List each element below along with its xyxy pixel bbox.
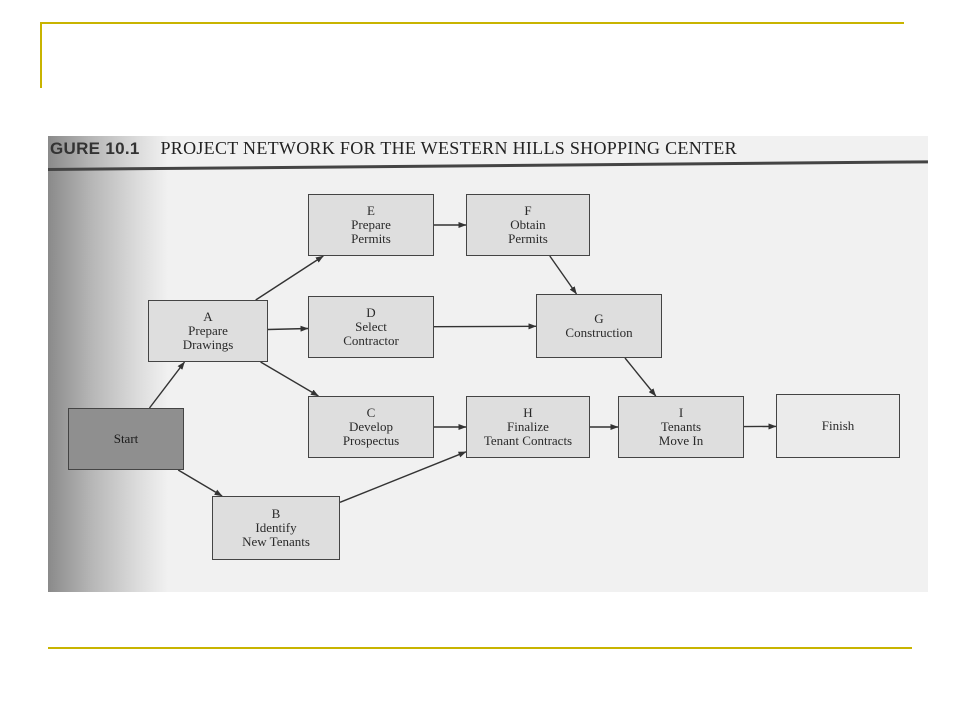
node-b-line-1: Identify: [255, 520, 297, 535]
node-h-letter: H: [523, 405, 533, 420]
node-h-finalize-tenant-contracts: H Finalize Tenant Contracts: [466, 396, 590, 458]
arrow-start-to-a: [148, 361, 186, 409]
top-horizontal-rule: [40, 22, 904, 24]
node-i-line-1: Tenants: [660, 419, 702, 434]
arrow-f-to-g: [549, 255, 578, 295]
node-f-line-1: Obtain: [510, 217, 546, 232]
arrow-a-to-c: [260, 361, 319, 397]
node-e-letter: E: [367, 203, 375, 218]
node-b-letter: B: [271, 506, 281, 521]
node-b-identify-new-tenants: B Identify New Tenants: [212, 496, 340, 560]
arrow-b-to-h: [339, 451, 467, 503]
arrow-g-to-i: [624, 357, 657, 397]
node-i-letter: I: [678, 405, 684, 420]
node-h-line-2: Tenant Contracts: [483, 433, 573, 448]
node-start-label: Start: [113, 431, 139, 446]
node-a-line-1: Prepare: [188, 323, 228, 338]
bottom-horizontal-rule: [48, 647, 912, 649]
arrow-start-to-b: [177, 469, 223, 497]
node-start: Start: [68, 408, 184, 470]
node-finish: Finish: [776, 394, 900, 458]
scanned-figure: GURE 10.1 PROJECT NETWORK FOR THE WESTER…: [48, 136, 928, 592]
figure-number: GURE 10.1: [50, 139, 140, 158]
node-g-line-1: Construction: [565, 325, 633, 340]
node-finish-label: Finish: [821, 418, 855, 433]
node-d-letter: D: [366, 305, 376, 320]
node-a-letter: A: [203, 309, 213, 324]
node-f-letter: F: [524, 203, 532, 218]
figure-title: GURE 10.1 PROJECT NETWORK FOR THE WESTER…: [48, 138, 928, 164]
node-i-tenants-move-in: I Tenants Move In: [618, 396, 744, 458]
node-g-construction: G Construction: [536, 294, 662, 358]
node-d-line-1: Select: [355, 319, 387, 334]
node-e-line-2: Permits: [351, 231, 391, 246]
network-arrows: [148, 222, 777, 503]
arrow-a-to-e: [255, 255, 324, 301]
node-f-obtain-permits: F Obtain Permits: [466, 194, 590, 256]
node-d-select-contractor: D Select Contractor: [308, 296, 434, 358]
node-a-line-2: Drawings: [182, 337, 234, 352]
node-e-prepare-permits: E Prepare Permits: [308, 194, 434, 256]
node-h-line-1: Finalize: [507, 419, 549, 434]
node-g-letter: G: [594, 311, 604, 326]
figure-caption: PROJECT NETWORK FOR THE WESTERN HILLS SH…: [160, 138, 737, 158]
node-i-line-2: Move In: [658, 433, 704, 448]
top-vertical-rule: [40, 22, 42, 88]
node-c-line-1: Develop: [348, 419, 394, 434]
node-c-letter: C: [366, 405, 376, 420]
arrow-a-to-d: [267, 325, 309, 332]
node-c-line-2: Prospectus: [342, 433, 400, 448]
node-c-develop-prospectus: C Develop Prospectus: [308, 396, 434, 458]
node-f-line-2: Permits: [508, 231, 548, 246]
node-a-prepare-drawings: A Prepare Drawings: [148, 300, 268, 362]
node-e-line-1: Prepare: [351, 217, 391, 232]
node-b-line-2: New Tenants: [242, 534, 310, 549]
node-d-line-2: Contractor: [343, 333, 399, 348]
